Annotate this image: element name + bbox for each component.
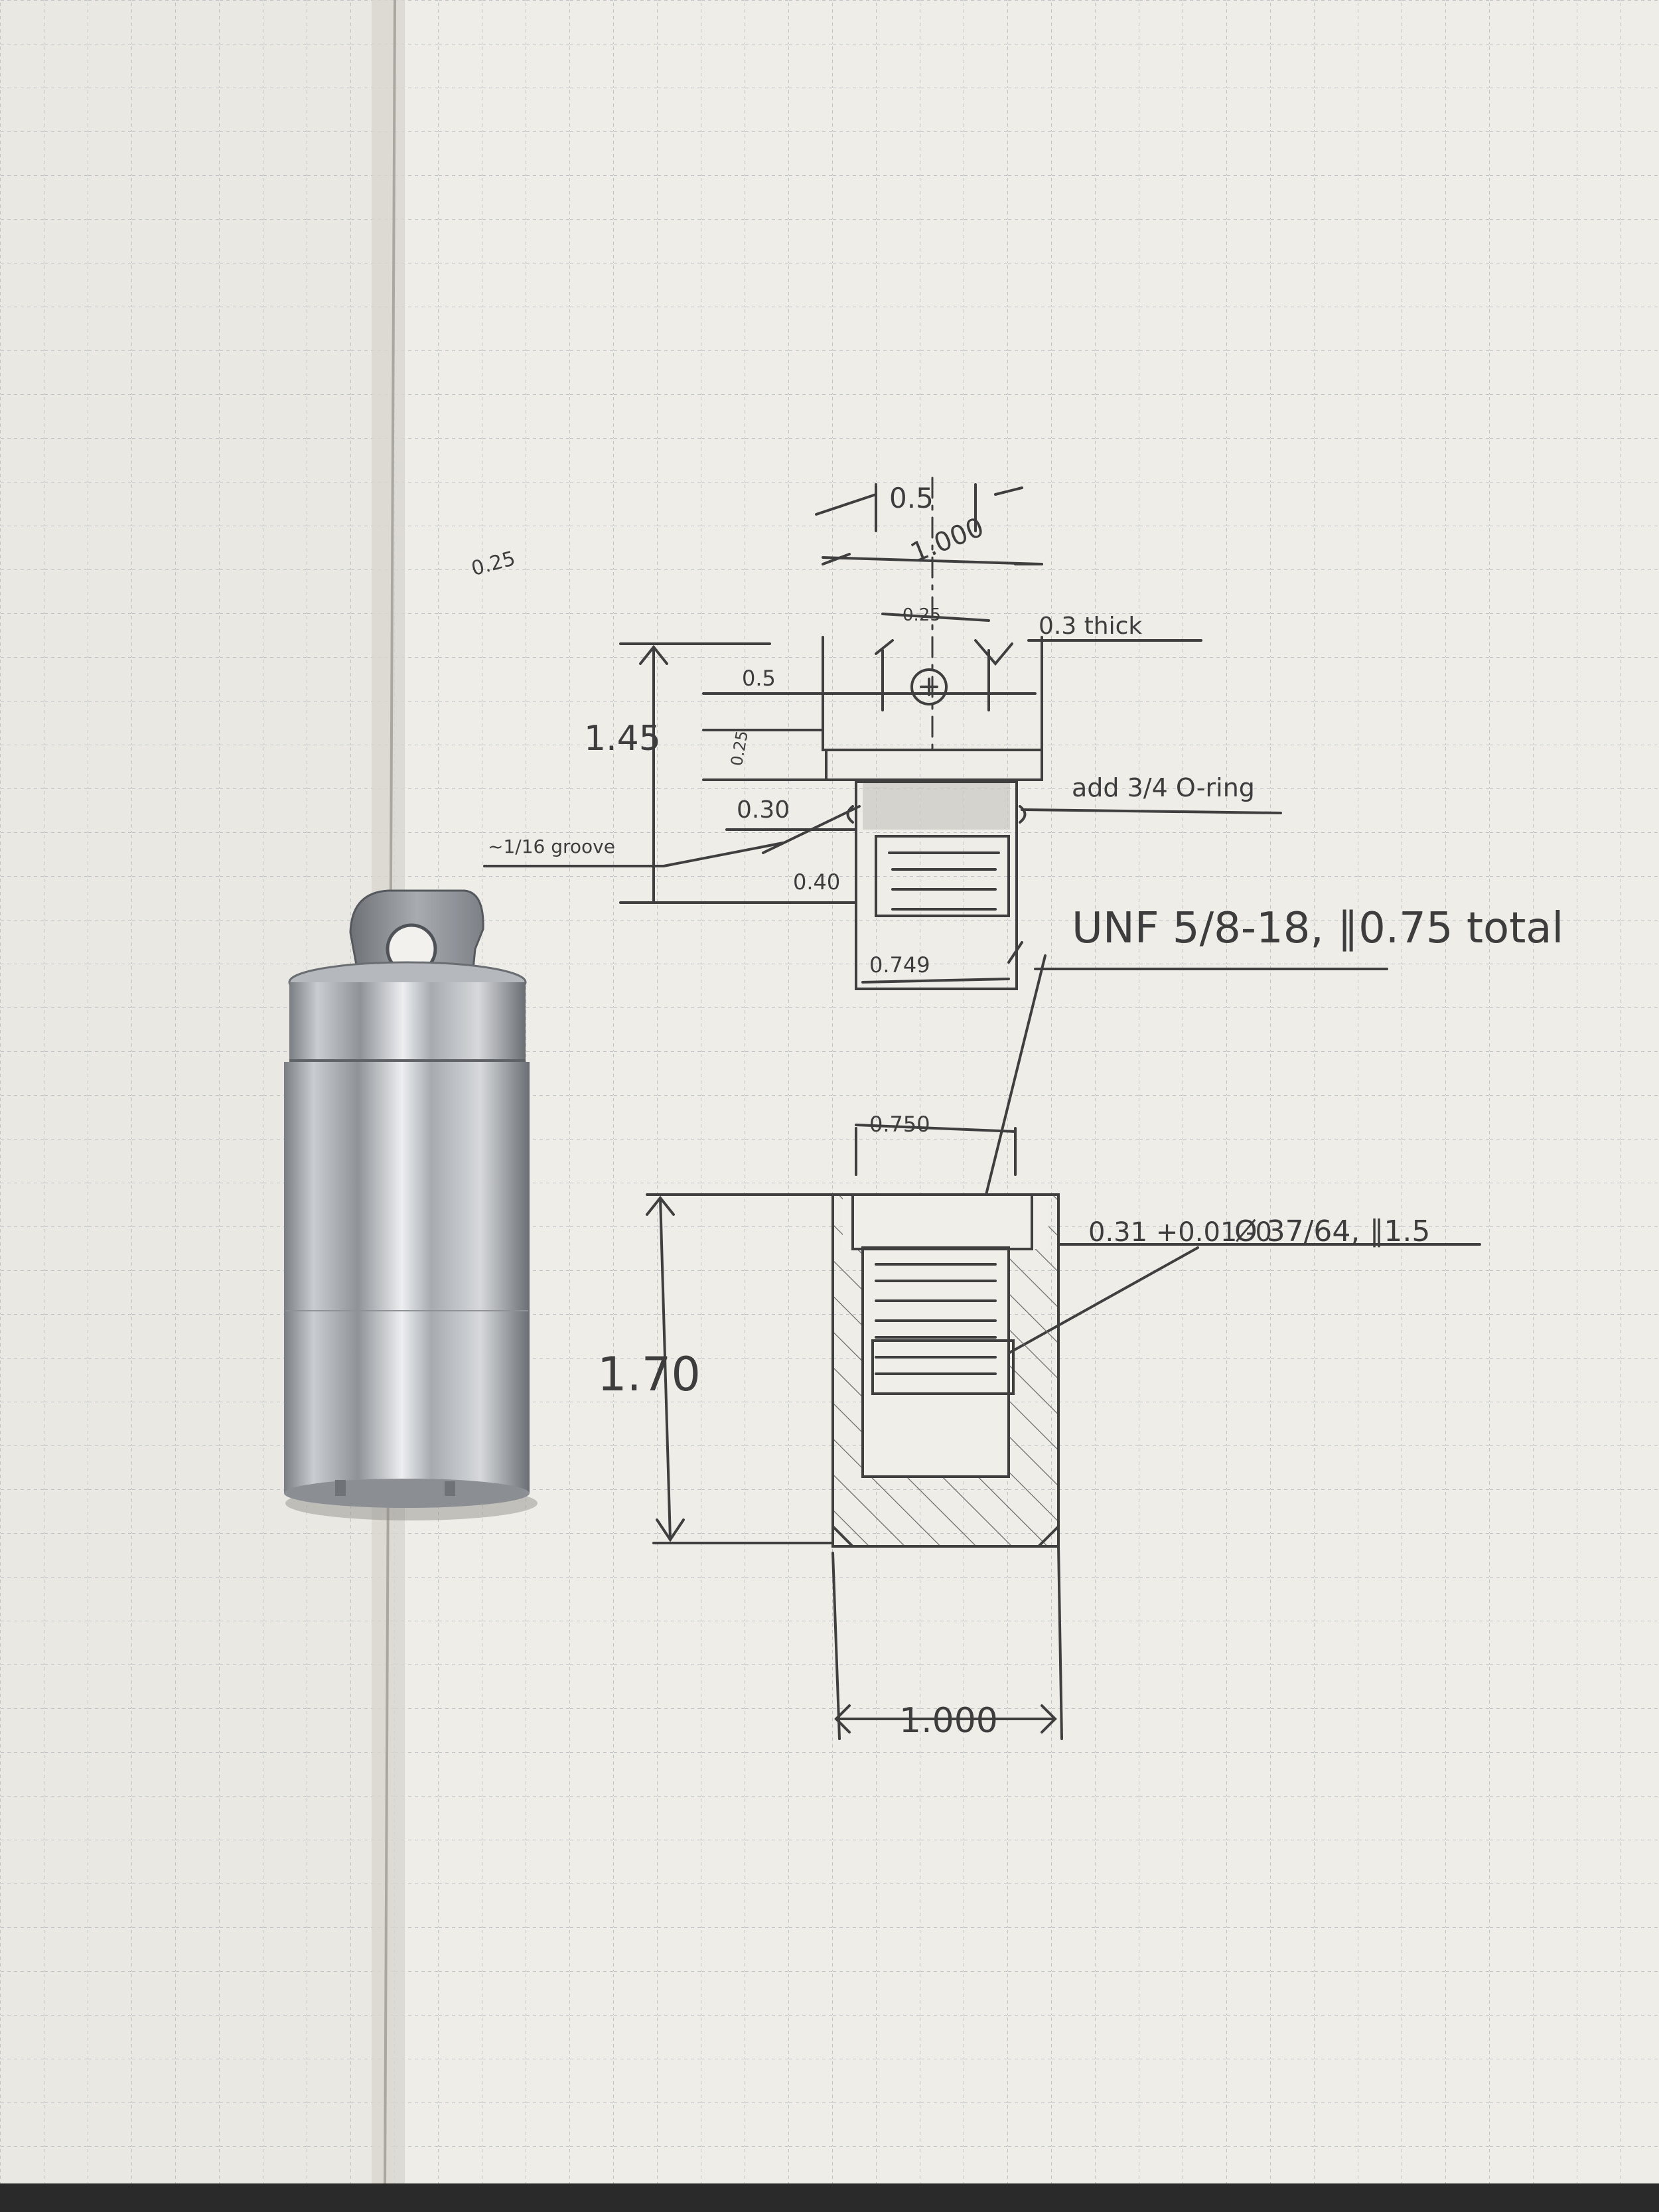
sketch-threads-upper xyxy=(875,835,1010,917)
label-bore-depth: 0.31 +0.01 -0 xyxy=(1088,1217,1272,1248)
label-groove-pos: 0.30 xyxy=(737,796,790,824)
label-height-top: 1.45 xyxy=(584,719,661,759)
label-bottom-width: 1.000 xyxy=(899,1701,998,1741)
label-hole-dia: 0.25 xyxy=(902,605,941,625)
label-tap-drill: Ø 37/64, ∥1.5 xyxy=(1234,1215,1430,1248)
label-shaft-dia: 0.749 xyxy=(869,952,930,978)
sketch-shaft xyxy=(855,780,1018,990)
top-cap xyxy=(289,982,526,1061)
aluminum-cylinder-part xyxy=(284,889,538,1520)
sketch-bottom-part xyxy=(831,1193,1060,1548)
label-oring: add 3/4 O-ring xyxy=(1072,773,1255,802)
label-thread-length: 0.40 xyxy=(793,869,840,895)
pencil-sketch xyxy=(483,477,1481,1740)
desk-bottom xyxy=(0,2183,1659,2212)
sketch-threads-lower xyxy=(871,1263,1015,1395)
grid-right xyxy=(392,0,1659,2183)
label-tab-width: 0.5 xyxy=(889,482,934,514)
label-bore-dia: 0.750 xyxy=(869,1112,930,1137)
sketch-hole xyxy=(910,668,948,705)
label-thread-spec: UNF 5/8-18, ∥0.75 total xyxy=(1072,904,1563,953)
label-tab-thickness: 0.3 thick xyxy=(1039,613,1142,640)
cylinder-body xyxy=(284,1062,530,1493)
label-height-bottom: 1.70 xyxy=(597,1347,701,1402)
label-groove: ~1/16 groove xyxy=(488,836,615,857)
label-hole-height: 0.5 xyxy=(742,666,776,691)
